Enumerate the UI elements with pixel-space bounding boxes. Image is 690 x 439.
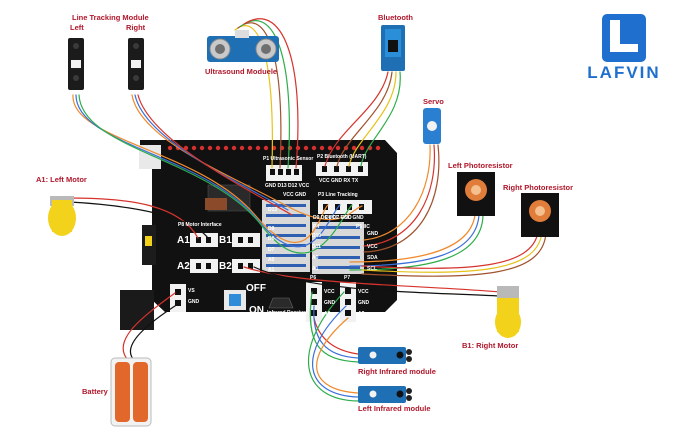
- p5-pin-sda: SDA: [367, 255, 378, 261]
- line-tracking-left-module: [68, 38, 84, 90]
- left-photoresistor-label: Left Photoresistor: [448, 161, 513, 170]
- right-infrared-label: Right Infrared module: [358, 367, 436, 376]
- right-photoresistor-module: [521, 193, 559, 237]
- pin-a1: A1: [268, 267, 275, 273]
- p1-pins-label: GND D13 D12 VCC: [265, 183, 310, 189]
- arduino-board: [120, 140, 397, 330]
- right-motor-label: B1: Right Motor: [462, 341, 519, 350]
- vs-label: VS: [188, 288, 195, 294]
- servo-label: Servo: [423, 97, 444, 106]
- lafvin-logo-icon: [602, 14, 646, 62]
- p3-label: P3 Line Tracking: [318, 192, 358, 198]
- p5-pin-vcc: VCC: [367, 244, 378, 250]
- motor-b1-label: B1: [219, 235, 232, 246]
- pin-d6: D6: [268, 236, 275, 242]
- p6-pin-gnd: GND: [324, 300, 336, 306]
- p7-label: P7: [344, 275, 351, 281]
- wires: [69, 18, 547, 402]
- vcc-gnd-label: VCC GND: [283, 192, 307, 198]
- servo-module: [423, 108, 441, 144]
- motor-a2-label: A2: [177, 261, 190, 272]
- pwr-label: PWR: [222, 312, 246, 323]
- p6-pin-vcc: VCC: [324, 289, 335, 295]
- left-infrared-module: [358, 386, 412, 403]
- line-tracking-right-label: Right: [126, 23, 146, 32]
- pin-a1-mid: A1: [312, 266, 319, 272]
- motor-a1-label: A1: [177, 235, 190, 246]
- bat-label: BAT: [171, 314, 191, 325]
- brand-name: LAFVIN: [587, 63, 661, 82]
- p2-label: P2 Bluetooth (UART): [317, 154, 367, 160]
- pin-d9: D9: [268, 226, 275, 232]
- bluetooth-label: Bluetooth: [378, 13, 413, 22]
- p5-pin-scl: SCL: [367, 266, 377, 272]
- pin-d11: D11: [312, 244, 321, 250]
- p7-pin-vcc: VCC: [358, 289, 369, 295]
- ir-receiver-label: Infrared Receiver: [267, 310, 308, 316]
- battery-pack: [110, 357, 152, 427]
- left-photoresistor-module: [457, 172, 495, 216]
- p6-pin-a0: A0: [324, 311, 331, 317]
- right-photoresistor-label: Right Photoresistor: [503, 183, 574, 192]
- pin-a0-mid: A0: [312, 255, 319, 261]
- pin-d7: D7: [268, 247, 275, 253]
- p3-pins-label: D8 D7 VCC GND: [325, 215, 364, 221]
- on-label: ON: [249, 305, 264, 316]
- motor-b2-label: B2: [219, 261, 232, 272]
- right-infrared-module: [358, 347, 412, 364]
- off-label: OFF: [246, 283, 266, 294]
- left-infrared-label: Left Infrared module: [358, 404, 431, 413]
- p7-pin-gnd: GND: [358, 300, 370, 306]
- pin-d13: D13: [268, 207, 278, 213]
- p1-label: P1 Ultrasonic Sensor: [263, 156, 314, 162]
- p7-pin-a2: A2: [358, 311, 365, 317]
- left-motor: [48, 196, 76, 236]
- gnd-label: GND: [188, 299, 200, 305]
- right-motor: [495, 286, 521, 338]
- ultrasound-label: Ultrasound Moduele: [205, 67, 278, 76]
- pin-d10: D10: [312, 233, 322, 239]
- p5-label: P5 IIC: [356, 224, 370, 230]
- p8-label: P8 Motor Interface: [178, 222, 222, 228]
- ultrasound-module: [207, 30, 279, 62]
- pin-a0: A0: [268, 257, 275, 263]
- line-tracking-title: Line Tracking Module: [72, 13, 149, 22]
- p4-pins-label: D9 D6 VCC GND: [313, 215, 352, 221]
- left-motor-label: A1: Left Motor: [36, 175, 87, 184]
- bluetooth-module: [381, 25, 405, 71]
- p2-pins-label: VCC GND RX TX: [319, 178, 359, 184]
- battery-label: Battery: [82, 387, 108, 396]
- line-tracking-right-module: [128, 38, 144, 90]
- p5-gnd-label: GND: [367, 231, 379, 237]
- p6-label: P6: [310, 275, 317, 281]
- line-tracking-left-label: Left: [70, 23, 84, 32]
- p4-label: P4: [313, 224, 320, 230]
